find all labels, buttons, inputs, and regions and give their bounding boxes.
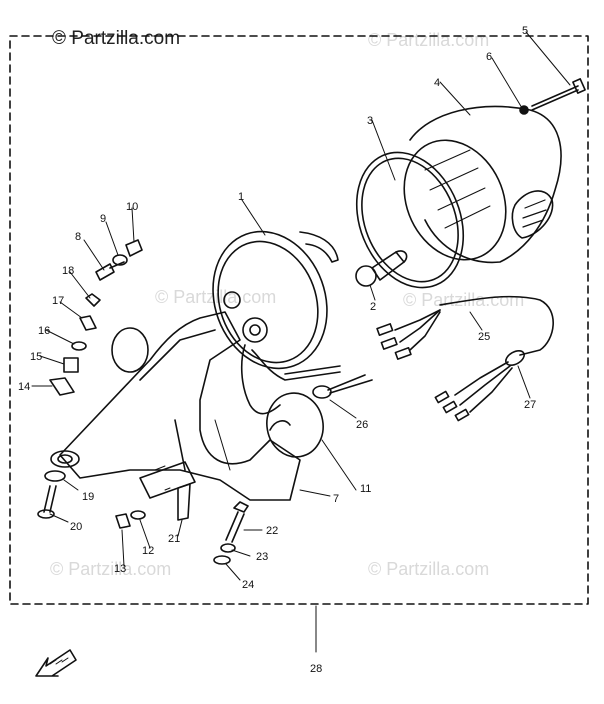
bracket-part-7: [50, 311, 301, 501]
callout-24: 24: [242, 579, 254, 591]
leader-lines: [31, 31, 571, 653]
lamp-body-part-1: [212, 230, 341, 415]
nut-part-17: [79, 315, 97, 331]
callout-21: 21: [168, 533, 180, 545]
callout-4: 4: [434, 77, 440, 89]
callout-10: 10: [126, 201, 138, 213]
callout-16: 16: [38, 325, 50, 337]
callout-26: 26: [356, 419, 368, 431]
reflector-part-11: [266, 392, 324, 458]
callout-labels: 1 2 3 4 5 6 7 8 9 10 11 12 13 14 15 16 1…: [18, 25, 536, 675]
washer-part-9: [112, 254, 128, 266]
callout-18: 18: [62, 265, 74, 277]
callout-9: 9: [100, 213, 106, 225]
callout-11: 11: [360, 483, 371, 495]
license-lamp-part-21: [139, 461, 196, 521]
watermark-middle-left: © Partzilla.com: [155, 287, 277, 307]
washer-part-16: [71, 341, 87, 351]
watermark-main: © Partzilla.com: [52, 28, 181, 49]
callout-17: 17: [52, 295, 64, 307]
screw-part-5: [531, 78, 586, 111]
callout-8: 8: [75, 231, 81, 243]
callout-6: 6: [486, 51, 492, 63]
lamp-housing-part-4: [403, 105, 562, 264]
bracket-part-14: [49, 377, 75, 396]
callout-15: 15: [30, 351, 42, 363]
callout-28: 28: [310, 663, 322, 675]
watermark-bottom-left: © Partzilla.com: [50, 559, 172, 579]
nut-part-13: [115, 513, 131, 529]
watermark-middle-right: © Partzilla.com: [403, 290, 525, 310]
bolt-part-20: [37, 485, 57, 519]
callout-3: 3: [367, 115, 373, 127]
callout-2: 2: [370, 301, 376, 313]
screw-part-22: [225, 501, 249, 543]
watermark-top-right: © Partzilla.com: [368, 30, 490, 50]
bulb-socket-part-2: [355, 250, 408, 287]
washer-part-23: [220, 543, 236, 553]
callout-5: 5: [522, 25, 528, 37]
callout-25: 25: [478, 331, 490, 343]
callout-22: 22: [266, 525, 278, 537]
callout-13: 13: [114, 563, 126, 575]
grommet-part-26: [312, 374, 373, 399]
callout-27: 27: [524, 399, 536, 411]
bolt-part-18: [85, 293, 101, 307]
front-arrow-icon: [35, 649, 77, 677]
callout-7: 7: [333, 493, 339, 505]
callout-1: 1: [238, 191, 244, 203]
lamp-rim-part-3: [355, 151, 465, 289]
diagram-frame: [9, 35, 589, 605]
callout-20: 20: [70, 521, 82, 533]
washer-part-24: [213, 555, 231, 565]
wire-harness-part-25: [376, 295, 554, 360]
callout-19: 19: [82, 491, 94, 503]
washer-part-19: [44, 470, 66, 482]
callout-12: 12: [142, 545, 154, 557]
grommet-part-27: [434, 349, 525, 422]
watermark-bottom-right: © Partzilla.com: [368, 559, 490, 579]
callout-23: 23: [256, 551, 268, 563]
washer-part-12: [130, 510, 146, 520]
spacer-part-15: [63, 357, 79, 373]
callout-14: 14: [18, 381, 30, 393]
